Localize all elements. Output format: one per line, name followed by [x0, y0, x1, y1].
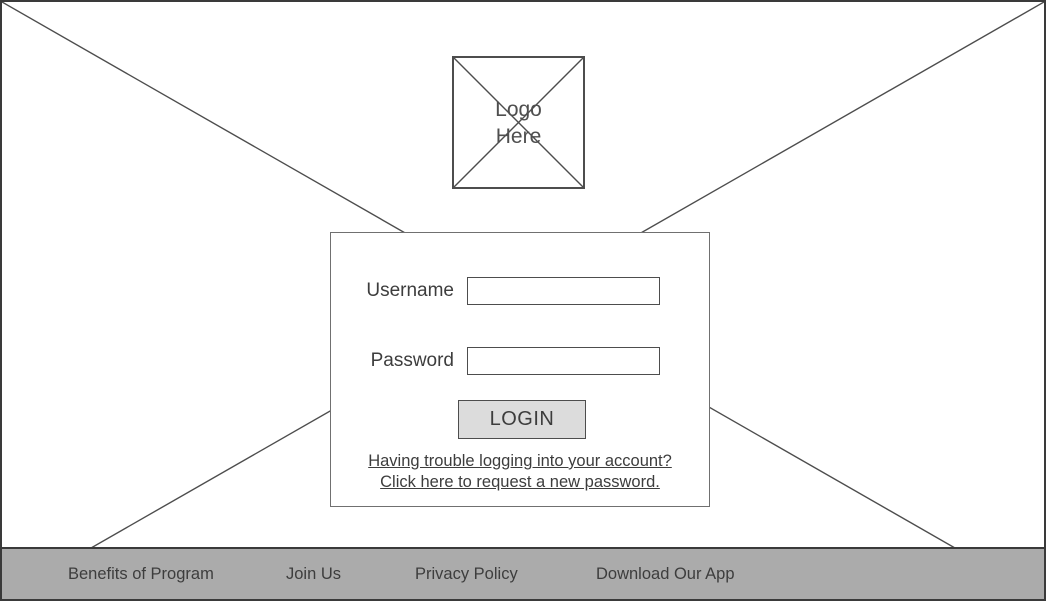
password-input[interactable] — [467, 347, 660, 375]
logo-placeholder-x-icon — [454, 58, 583, 187]
forgot-password-link-line1[interactable]: Having trouble logging into your account… — [368, 452, 672, 470]
login-panel: Username Password LOGIN Having trouble l… — [330, 232, 710, 507]
username-input[interactable] — [467, 277, 660, 305]
logo-text-line1: Logo — [495, 97, 542, 121]
password-label: Password — [370, 350, 454, 371]
forgot-password-link-line2[interactable]: Click here to request a new password. — [380, 473, 660, 491]
login-button[interactable]: LOGIN — [458, 400, 586, 439]
forgot-password-link[interactable]: Having trouble logging into your account… — [331, 451, 709, 493]
footer-link-benefits-of-program[interactable]: Benefits of Program — [68, 565, 214, 583]
logo-text-line2: Here — [495, 124, 542, 148]
footer-link-download-our-app[interactable]: Download Our App — [596, 565, 735, 583]
logo-text: Logo Here — [454, 96, 583, 150]
username-label: Username — [366, 280, 454, 301]
logo-placeholder: Logo Here — [452, 56, 585, 189]
footer-nav-bar: Benefits of Program Join Us Privacy Poli… — [2, 547, 1044, 599]
footer-link-join-us[interactable]: Join Us — [286, 565, 342, 583]
footer-link-privacy-policy[interactable]: Privacy Policy — [415, 565, 518, 583]
